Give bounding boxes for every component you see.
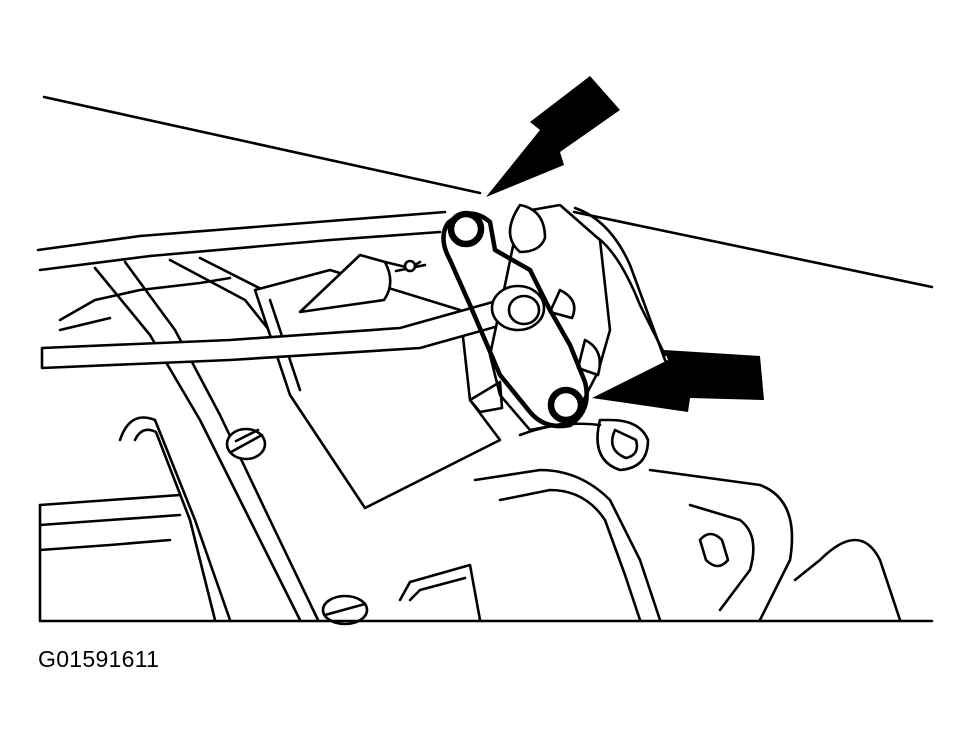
base-plate — [253, 268, 502, 510]
figure-id-label: G01591611 — [38, 646, 160, 672]
lower-left-details — [38, 416, 482, 626]
perspective-lines — [42, 95, 934, 289]
mounting-bracket — [441, 203, 612, 432]
slotted-screw — [225, 427, 267, 461]
arrow-lower — [592, 350, 764, 412]
arrow-upper — [486, 76, 620, 197]
lower-housing — [473, 418, 902, 622]
cone-fitting — [298, 253, 427, 314]
frame-outline — [36, 206, 694, 552]
